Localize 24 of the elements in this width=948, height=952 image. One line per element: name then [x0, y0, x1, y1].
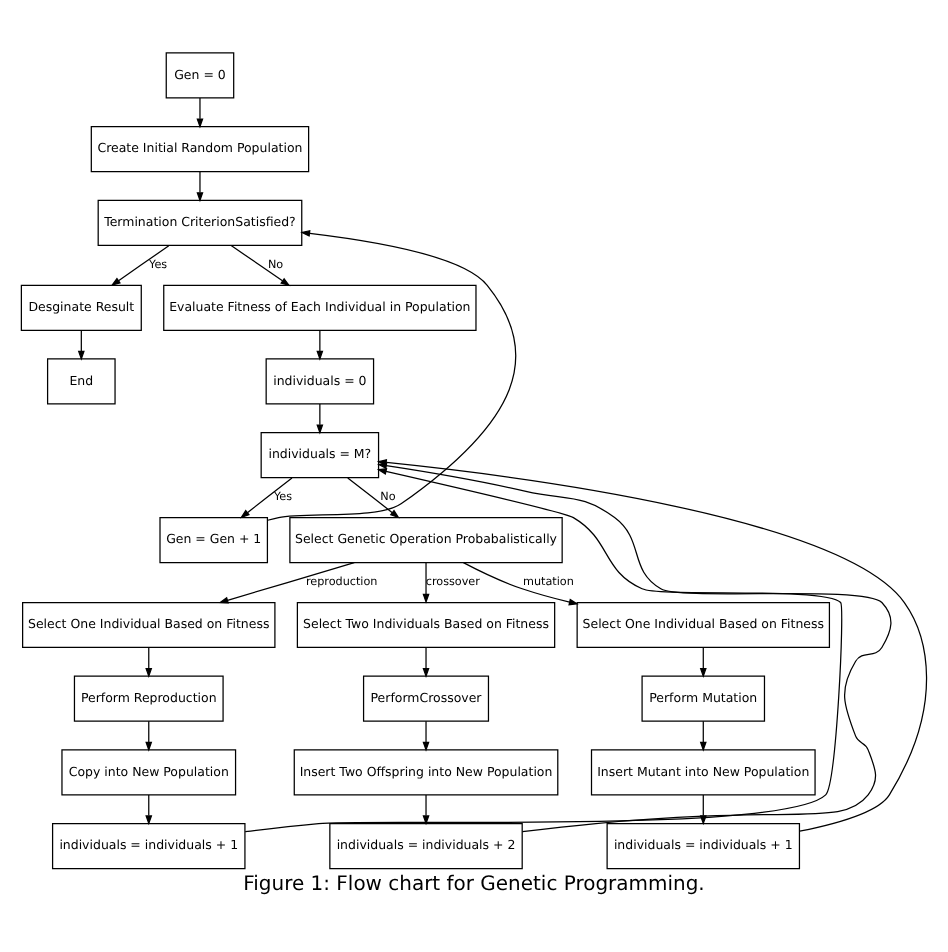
arrow: [422, 719, 430, 751]
arrow: [218, 561, 355, 603]
arrow: [230, 243, 291, 286]
arrow: [422, 793, 430, 825]
caption: Figure 1: Flow chart for Genetic Programming.: [243, 872, 705, 895]
arrow: [239, 476, 293, 518]
arrow: [196, 170, 204, 202]
arrow: [316, 402, 324, 434]
arrow: [462, 561, 579, 605]
arrow: [422, 645, 430, 677]
arrow: [267, 228, 517, 520]
arrow: [145, 719, 153, 751]
arrow: [244, 467, 843, 832]
arrow: [196, 96, 204, 128]
arrow: [110, 244, 170, 286]
arrow: [316, 328, 324, 360]
arrow: [422, 561, 430, 603]
arrow: [77, 328, 85, 360]
arrow: [347, 476, 400, 518]
arrow: [699, 645, 707, 677]
arrow: [699, 793, 707, 825]
arrow: [145, 793, 153, 825]
arrow: [145, 645, 153, 677]
arrow: [699, 719, 707, 751]
